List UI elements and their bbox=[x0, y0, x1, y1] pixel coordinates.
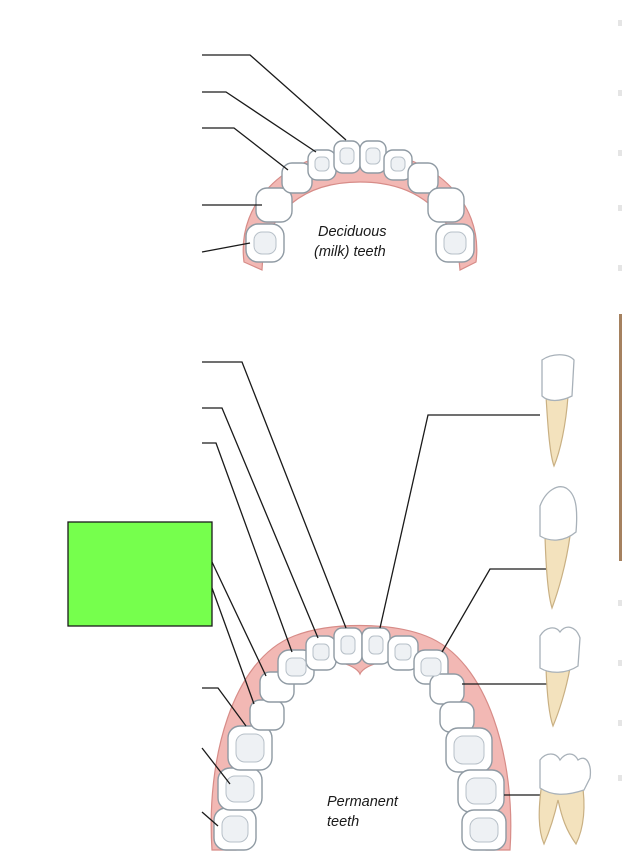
answer-box[interactable] bbox=[67, 521, 213, 627]
right-edge-marks bbox=[618, 20, 622, 781]
deciduous-caption-line-1: Deciduous bbox=[318, 224, 387, 240]
permanent-first-premolar-right bbox=[429, 673, 465, 705]
side-view-molar bbox=[538, 753, 592, 846]
permanent-caption-line-1: Permanent bbox=[327, 794, 399, 810]
leader-incisor-to-side-view bbox=[379, 414, 540, 629]
side-view-incisor bbox=[541, 354, 575, 468]
permanent-caption-line-2: teeth bbox=[327, 814, 359, 830]
leader-canine-to-side-view bbox=[441, 568, 548, 653]
deciduous-leader-lines bbox=[201, 54, 347, 253]
leader-permanent-third-molar bbox=[201, 811, 219, 827]
leader-deciduous-lateral-incisor bbox=[202, 91, 317, 153]
leader-permanent-lateral-incisor bbox=[202, 407, 319, 639]
leader-permanent-second-premolar bbox=[211, 587, 255, 705]
deciduous-molar-right-1 bbox=[427, 187, 465, 223]
deciduous-caption-line-2: (milk) teeth bbox=[314, 244, 386, 260]
permanent-arch: Permanent teeth bbox=[210, 624, 512, 851]
leader-permanent-first-molar bbox=[202, 687, 247, 727]
leader-permanent-first-premolar bbox=[211, 561, 267, 677]
deciduous-teeth bbox=[245, 140, 475, 263]
leader-permanent-central-incisor bbox=[202, 361, 347, 629]
leader-permanent-second-molar bbox=[201, 747, 231, 785]
deciduous-arch: Deciduous (milk) teeth bbox=[242, 140, 478, 271]
leader-deciduous-central-incisor bbox=[202, 54, 347, 141]
leader-deciduous-canine bbox=[202, 127, 289, 171]
permanent-second-premolar-left bbox=[249, 699, 285, 731]
deciduous-canine-right bbox=[407, 162, 439, 194]
permanent-leader-lines-left bbox=[201, 361, 347, 827]
side-view-canine bbox=[539, 486, 578, 610]
side-view-premolar bbox=[539, 626, 581, 728]
permanent-leader-lines-right bbox=[379, 414, 548, 796]
leader-deciduous-second-molar bbox=[201, 242, 251, 253]
right-edge-bar bbox=[619, 314, 622, 561]
leader-permanent-canine bbox=[202, 442, 293, 653]
permanent-teeth bbox=[213, 627, 507, 851]
